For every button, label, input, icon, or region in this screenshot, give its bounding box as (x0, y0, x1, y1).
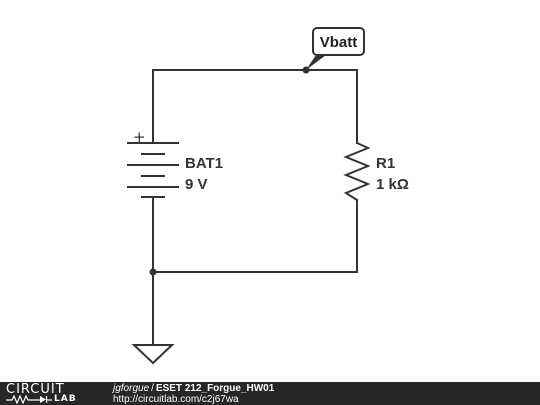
node-label-box (312, 27, 365, 56)
schematic-diagram: + BAT1 9 V R1 1 kΩ Vbatt (127, 27, 409, 365)
circuitlab-logo[interactable]: CIRCUIT LAB (6, 383, 106, 405)
logo-circuit-icon (6, 395, 52, 404)
footer-title-line: jgforgue/ESET 212_Forgue_HW01 (113, 383, 274, 394)
resistor-value-label: 1 kΩ (376, 176, 409, 193)
owner-link[interactable]: jgforgue (113, 383, 150, 394)
junction-dot-ground (149, 268, 157, 276)
footer-bar: CIRCUIT LAB jgforgue/ESET 212_Forgue_HW0… (0, 382, 540, 405)
node-label-pointer (306, 55, 326, 70)
resistor-name-label: R1 (376, 155, 395, 172)
circuit-url[interactable]: http://circuitlab.com/c2j67wa (113, 394, 239, 405)
node-label-callout[interactable]: Vbatt (306, 27, 365, 70)
resistor-symbol (343, 142, 371, 201)
logo-wordmark-bottom: LAB (54, 394, 77, 404)
ground-symbol (131, 344, 175, 365)
footer-text: jgforgue/ESET 212_Forgue_HW01 http://cir… (113, 383, 274, 405)
node-label-text: Vbatt (320, 34, 358, 51)
battery-symbol (127, 142, 179, 198)
battery-value-label: 9 V (185, 176, 208, 193)
battery-plus-mark: + (133, 128, 146, 146)
battery-name-label: BAT1 (185, 155, 223, 172)
path-separator: / (151, 383, 154, 394)
circuit-title[interactable]: ESET 212_Forgue_HW01 (155, 383, 275, 394)
logo-wordmark-top: CIRCUIT (6, 382, 65, 397)
